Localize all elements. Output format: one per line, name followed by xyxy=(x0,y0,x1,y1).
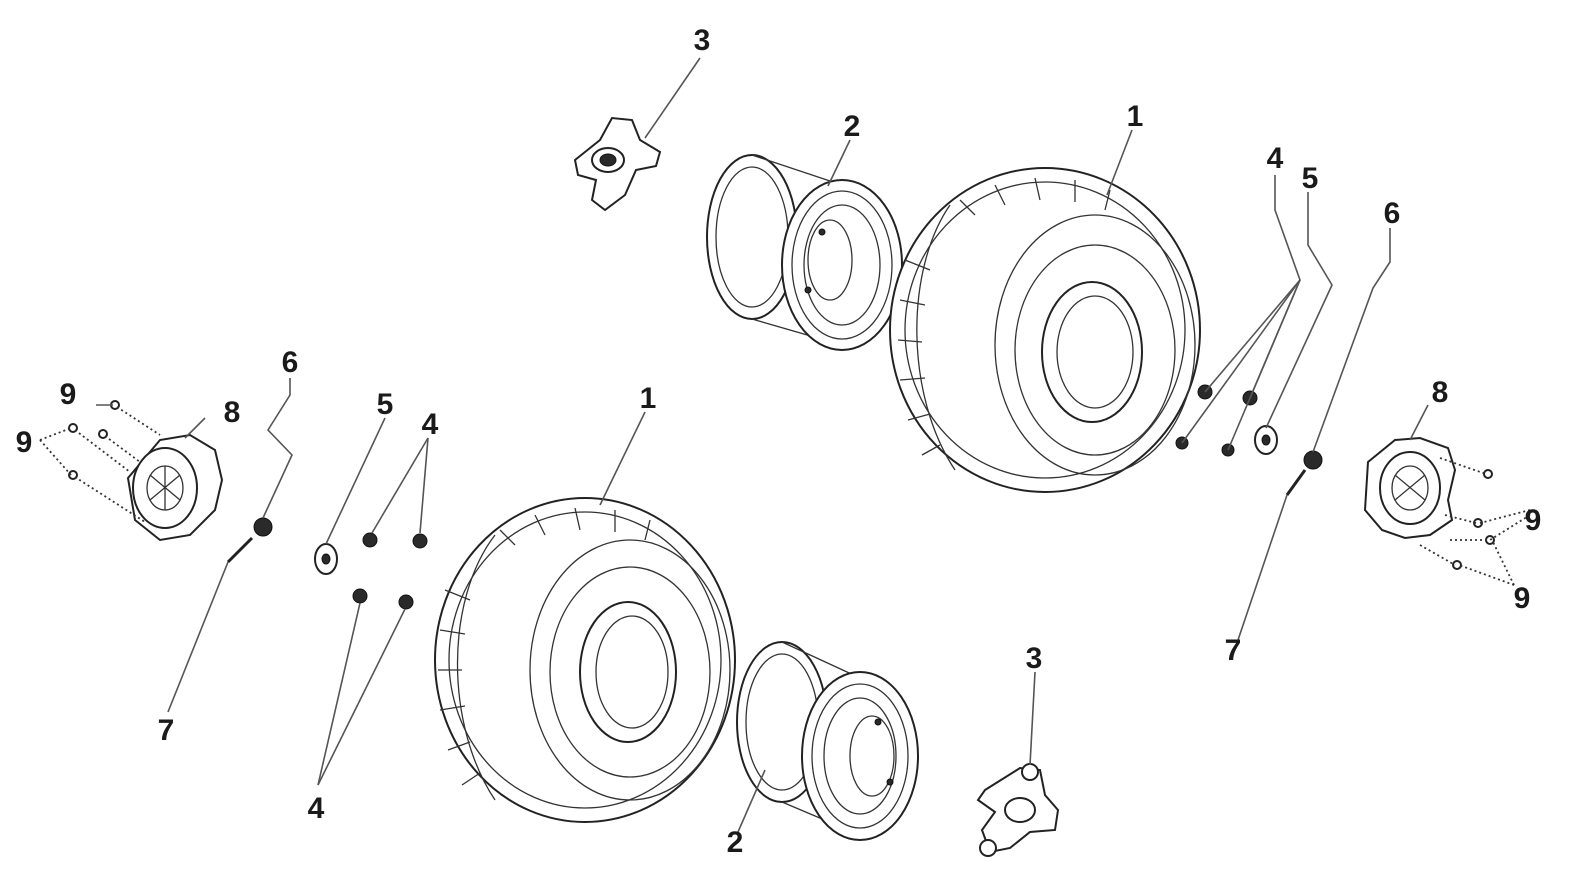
callout-5-left: 5 xyxy=(377,388,394,421)
callout-4-left-lower: 4 xyxy=(308,792,325,825)
cotter-pin-left xyxy=(226,536,254,564)
callout-5-top: 5 xyxy=(1302,162,1319,195)
hub-top xyxy=(573,116,662,212)
callout-8-right: 8 xyxy=(1432,376,1449,409)
callout-1-top: 1 xyxy=(1127,100,1144,133)
callout-6-right: 6 xyxy=(1384,197,1401,230)
callout-7-right: 7 xyxy=(1225,634,1242,667)
nuts-left xyxy=(352,532,428,610)
callout-3-top: 3 xyxy=(694,24,711,57)
callout-4-top: 4 xyxy=(1267,142,1284,175)
screws-left xyxy=(68,400,161,523)
callout-2-top: 2 xyxy=(844,110,861,143)
callout-6-left: 6 xyxy=(282,346,299,379)
washer-left xyxy=(314,543,338,575)
callout-9-left-upper: 9 xyxy=(60,378,77,411)
hub-cap-right xyxy=(1363,436,1457,540)
callout-9-left-lower: 9 xyxy=(16,426,33,459)
callout-9-right-lower: 9 xyxy=(1514,582,1531,615)
washer-top xyxy=(1254,425,1278,455)
tire-top xyxy=(889,167,1201,493)
hub-bottom xyxy=(976,763,1060,857)
cotter-pin-right xyxy=(1285,469,1307,496)
rim-top xyxy=(706,154,903,351)
tire-bottom xyxy=(434,497,736,823)
callout-labels: 3 2 1 4 5 6 8 9 9 7 6 9 8 9 5 4 1 7 4 2 … xyxy=(16,24,1542,859)
callout-9-right-upper: 9 xyxy=(1525,504,1542,537)
castle-nut-right xyxy=(1303,450,1323,470)
leader-lines xyxy=(39,57,1531,833)
callout-1-bottom: 1 xyxy=(640,382,657,415)
rim-bottom xyxy=(736,641,919,841)
hub-cap-left xyxy=(126,433,224,542)
castle-nut-left xyxy=(253,517,273,537)
callout-8-left: 8 xyxy=(224,396,241,429)
callout-4-left-upper: 4 xyxy=(422,408,439,441)
callout-7-left: 7 xyxy=(158,714,175,747)
screws-right xyxy=(1419,457,1495,570)
callout-3-bottom: 3 xyxy=(1026,642,1043,675)
callout-2-bottom: 2 xyxy=(727,826,744,859)
